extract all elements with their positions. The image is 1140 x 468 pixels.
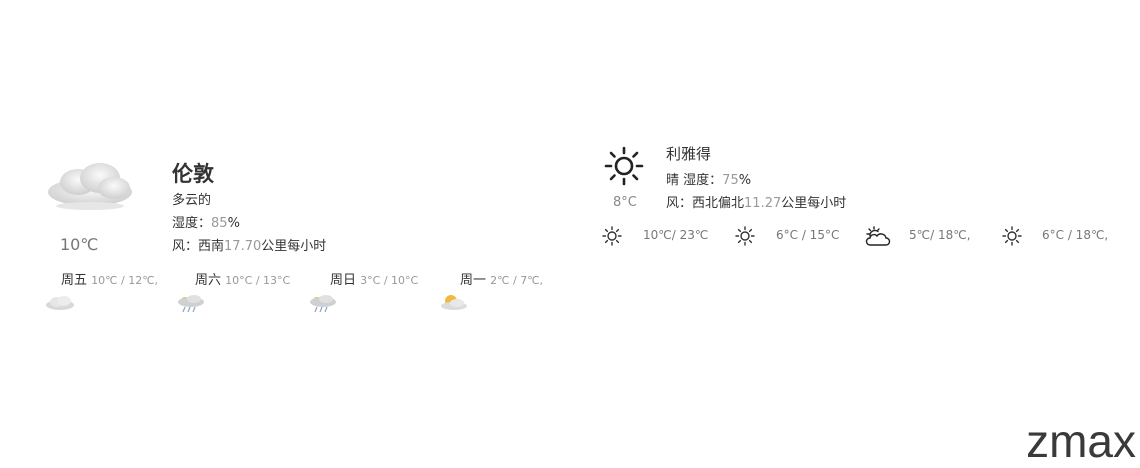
humidity-line: 湿度：85% (172, 212, 240, 231)
cloudy-icon (46, 296, 74, 310)
london-weather-widget: 10℃ 伦敦 多云的 湿度：85% 风：西南17.70公里每小时 周五 10℃ … (0, 0, 560, 460)
forecast-temp-range: 3°C / 10°C (360, 274, 419, 287)
partly-cloudy-icon (865, 226, 891, 246)
forecast-day-name: 周日 (330, 273, 357, 288)
forecast-day-name: 周五 (61, 273, 88, 288)
wind-label: 风： (666, 196, 693, 211)
partly-sunny-icon (441, 295, 467, 310)
wind-speed: 11.27 (744, 196, 782, 211)
forecast-day-name: 周六 (195, 273, 222, 288)
forecast-temp-range: 5℃/ 18℃, (909, 228, 971, 242)
forecast-day: 5℃/ 18℃, (865, 226, 1005, 246)
forecast-day: 6°C / 18℃, (1002, 226, 1140, 246)
condition-humidity-line: 晴 湿度：75% (666, 169, 751, 188)
wind-unit: 公里每小时 (261, 239, 327, 254)
city-name: 伦敦 (172, 161, 214, 186)
sun-icon (1002, 226, 1022, 246)
forecast-day: 周一 2℃ / 7℃, (460, 269, 543, 288)
current-temperature: 8°C (613, 195, 637, 210)
city-name: 利雅得 (666, 145, 712, 163)
humidity-unit: % (227, 216, 240, 231)
wind-direction: 西南 (198, 239, 225, 254)
forecast-day-name: 周一 (460, 273, 487, 288)
humidity-label: 湿度： (683, 173, 723, 188)
forecast-day: 周六 10°C / 13°C (195, 269, 290, 288)
forecast-temp-range: 10℃ / 12℃, (91, 274, 159, 287)
wind-label: 风： (172, 239, 199, 254)
riyadh-weather-widget: 8°C 利雅得 晴 湿度：75% 风：西北偏北11.27公里每小时 10℃/ 2… (580, 0, 1140, 300)
forecast-day: 周日 3°C / 10°C (330, 269, 418, 288)
sun-icon (735, 226, 755, 246)
forecast-temp-range: 6°C / 15°C (776, 228, 840, 242)
forecast-day: 周五 10℃ / 12℃, (61, 269, 158, 288)
forecast-day: 10℃/ 23℃ (602, 226, 742, 246)
sun-icon (604, 146, 644, 186)
forecast-temp-range: 6°C / 18℃, (1042, 228, 1109, 242)
current-temperature: 10℃ (60, 235, 99, 254)
humidity-label: 湿度： (172, 216, 212, 231)
humidity-value: 75 (722, 173, 739, 188)
forecast-temp-range: 10°C / 13°C (225, 274, 291, 287)
forecast-day: 6°C / 15°C (735, 226, 875, 246)
forecast-temp-range: 2℃ / 7℃, (490, 274, 544, 287)
humidity-value: 85 (211, 216, 228, 231)
wind-line: 风：西南17.70公里每小时 (172, 235, 326, 254)
humidity-unit: % (738, 173, 752, 188)
brand-logo: zmax (1026, 415, 1136, 467)
weather-condition: 晴 (666, 173, 680, 188)
wind-direction: 西北偏北 (692, 196, 745, 211)
weather-condition: 多云的 (172, 193, 212, 208)
sun-icon (602, 226, 622, 246)
rain-icon (310, 295, 336, 313)
wind-unit: 公里每小时 (781, 196, 847, 211)
wind-line: 风：西北偏北11.27公里每小时 (666, 192, 846, 211)
cloudy-icon (48, 163, 132, 210)
wind-speed: 17.70 (224, 239, 262, 254)
forecast-temp-range: 10℃/ 23℃ (643, 228, 709, 242)
rain-icon (178, 295, 204, 313)
